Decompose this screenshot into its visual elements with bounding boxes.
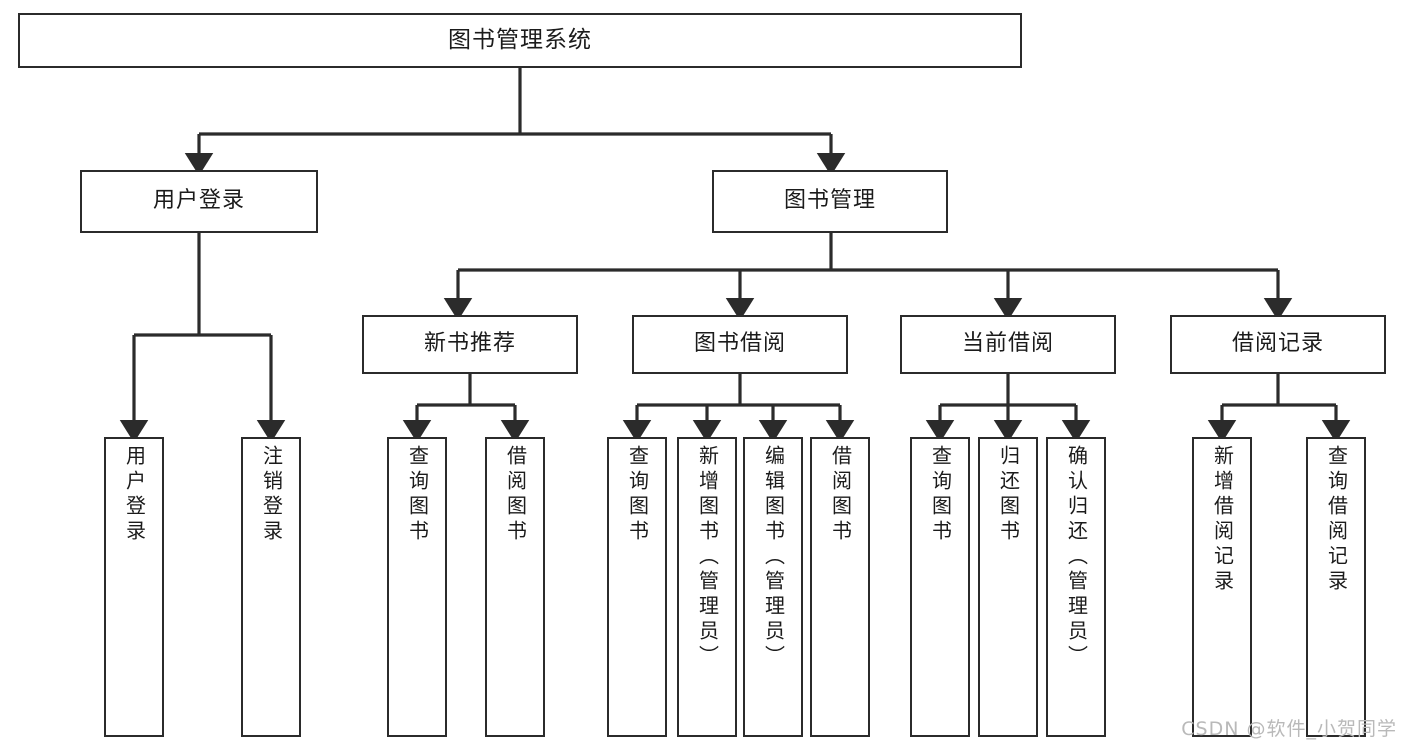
node-label: 查询图书 (405, 445, 430, 545)
node-user-login[interactable]: 用户登录 (80, 170, 318, 233)
node-borrow-record[interactable]: 借阅记录 (1170, 315, 1386, 374)
node-label: 借阅图书 (828, 445, 853, 545)
node-leaf-add-book[interactable]: 新增图书（管理员） (677, 437, 737, 737)
node-root-system[interactable]: 图书管理系统 (18, 13, 1022, 68)
node-label: 新增图书（管理员） (695, 445, 720, 670)
node-new-book-recommend[interactable]: 新书推荐 (362, 315, 578, 374)
node-label: 当前借阅 (961, 331, 1054, 357)
node-current-borrow[interactable]: 当前借阅 (900, 315, 1116, 374)
node-label: 用户登录 (152, 188, 245, 214)
node-label: 编辑图书（管理员） (761, 445, 786, 670)
node-label: 查询图书 (928, 445, 953, 545)
node-leaf-borrow-book-2[interactable]: 借阅图书 (810, 437, 870, 737)
node-book-borrow[interactable]: 图书借阅 (632, 315, 848, 374)
node-leaf-query-book-1[interactable]: 查询图书 (387, 437, 447, 737)
node-label: 借阅图书 (503, 445, 528, 545)
node-label: 图书管理系统 (448, 26, 592, 53)
node-label: 新增借阅记录 (1210, 445, 1235, 595)
node-leaf-borrow-book-1[interactable]: 借阅图书 (485, 437, 545, 737)
node-leaf-edit-book[interactable]: 编辑图书（管理员） (743, 437, 803, 737)
node-label: 注销登录 (259, 445, 284, 545)
node-label: 图书借阅 (693, 331, 786, 357)
node-label: 确认归还（管理员） (1064, 445, 1089, 670)
node-leaf-return-book[interactable]: 归还图书 (978, 437, 1038, 737)
node-leaf-query-book-2[interactable]: 查询图书 (607, 437, 667, 737)
node-label: 用户登录 (122, 445, 147, 545)
node-label: 归还图书 (996, 445, 1021, 545)
node-leaf-confirm-return[interactable]: 确认归还（管理员） (1046, 437, 1106, 737)
node-leaf-user-login[interactable]: 用户登录 (104, 437, 164, 737)
node-leaf-logout-login[interactable]: 注销登录 (241, 437, 301, 737)
node-book-manage[interactable]: 图书管理 (712, 170, 948, 233)
node-label: 查询借阅记录 (1324, 445, 1349, 595)
node-leaf-query-record[interactable]: 查询借阅记录 (1306, 437, 1366, 737)
node-label: 借阅记录 (1231, 331, 1324, 357)
watermark: CSDN @软件_小贺同学 (1181, 718, 1397, 740)
node-leaf-query-book-3[interactable]: 查询图书 (910, 437, 970, 737)
node-label: 新书推荐 (423, 331, 516, 357)
node-label: 图书管理 (783, 188, 876, 214)
node-label: 查询图书 (625, 445, 650, 545)
node-leaf-add-record[interactable]: 新增借阅记录 (1192, 437, 1252, 737)
